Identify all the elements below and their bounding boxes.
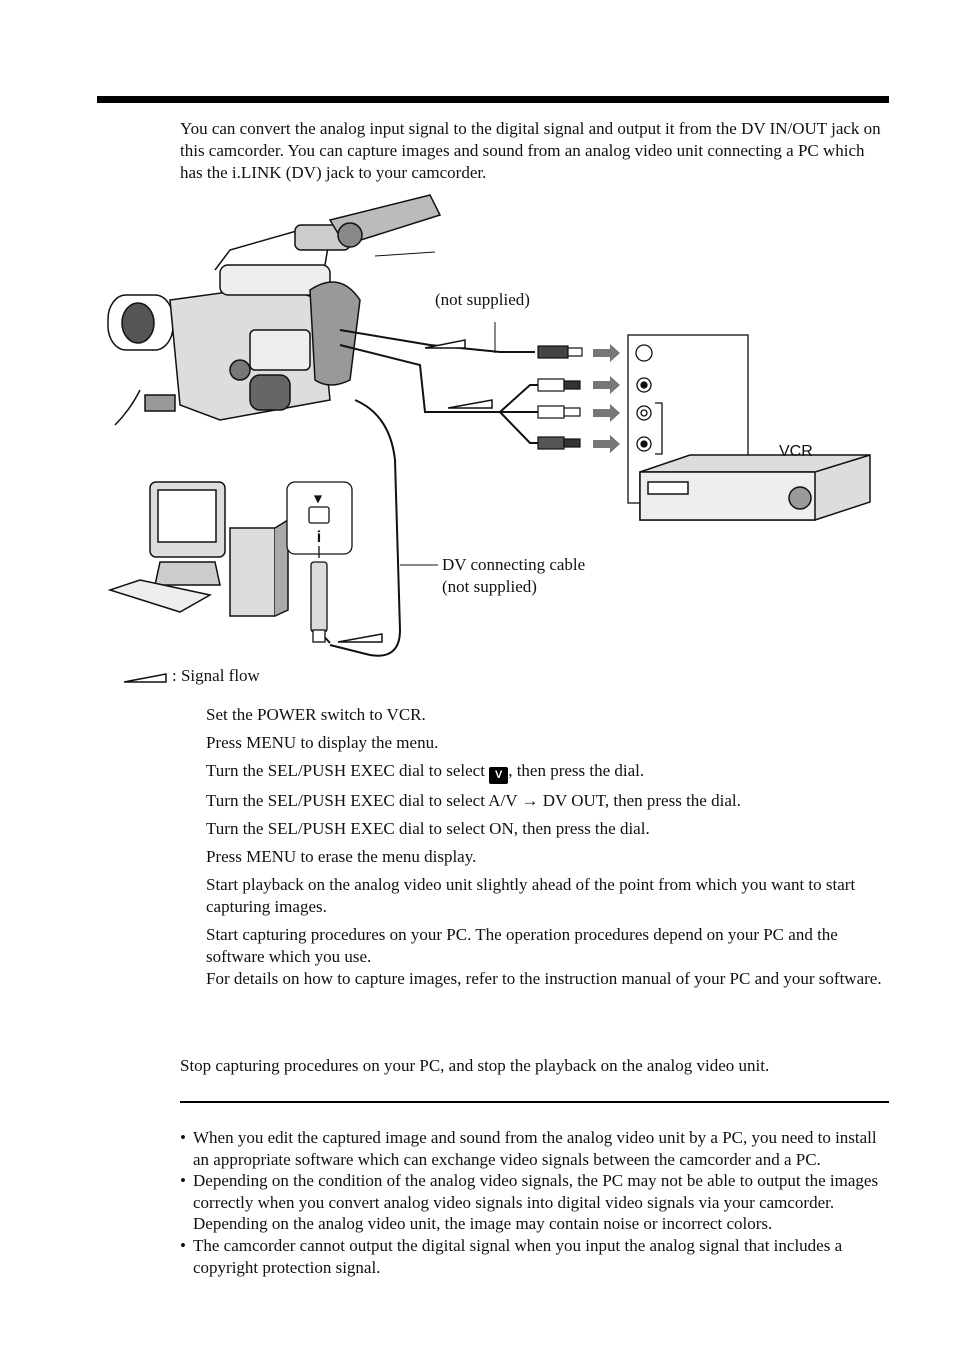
step-6: Press MENU to erase the menu display. bbox=[206, 846, 890, 868]
camcorder-illustration bbox=[107, 194, 442, 426]
cable-lines bbox=[317, 329, 538, 657]
signal-flow-legend-icon bbox=[123, 673, 167, 683]
intro-paragraph: You can convert the analog input signal … bbox=[180, 119, 881, 182]
note-item: • The camcorder cannot output the digital… bbox=[180, 1235, 892, 1278]
svg-text:i: i bbox=[317, 529, 321, 546]
step-3-text-after: , then press the dial. bbox=[508, 761, 645, 780]
step-3-text: Turn the SEL/PUSH EXEC dial to select V,… bbox=[206, 760, 890, 784]
signal-flow-legend: : Signal flow bbox=[123, 666, 261, 685]
step-2-text: Press MENU to display the menu. bbox=[206, 733, 439, 752]
pc-illustration bbox=[107, 481, 289, 617]
bullet: • bbox=[180, 1128, 186, 1147]
step-1-text: Set the POWER switch to VCR. bbox=[206, 705, 426, 724]
step-8-extra: For details on how to capture images, re… bbox=[206, 969, 882, 988]
leader-lines bbox=[374, 251, 496, 566]
step-4-text: Turn the SEL/PUSH EXEC dial to select A/… bbox=[206, 791, 741, 810]
dv-cable-label-line2: (not supplied) bbox=[442, 577, 537, 596]
step-4: Turn the SEL/PUSH EXEC dial to select A/… bbox=[206, 790, 890, 812]
step-5: Turn the SEL/PUSH EXEC dial to select ON… bbox=[206, 818, 890, 840]
bullet: • bbox=[180, 1171, 186, 1191]
step-3: Turn the SEL/PUSH EXEC dial to select V,… bbox=[206, 760, 890, 784]
step-7-text: Start playback on the analog video unit … bbox=[206, 875, 856, 916]
step-2: Press MENU to display the menu. bbox=[206, 732, 890, 754]
dv-jack-inset: i bbox=[286, 481, 353, 643]
top-rule bbox=[97, 96, 889, 103]
vcr-label: VCR bbox=[779, 443, 813, 460]
note-item: • Depending on the condition of the analo… bbox=[180, 1170, 892, 1235]
stop-paragraph: Stop capturing procedures on your PC, an… bbox=[180, 1056, 770, 1075]
vcr-menu-icon: V bbox=[489, 767, 509, 784]
dv-cable-label-line1: DV connecting cable bbox=[442, 555, 585, 574]
notes-rule bbox=[180, 1101, 889, 1103]
step-3-text-before: Turn the SEL/PUSH EXEC dial to select bbox=[206, 761, 490, 780]
vcr-illustration bbox=[639, 454, 871, 521]
note-text: When you edit the captured image and sou… bbox=[193, 1128, 877, 1169]
step-8: Start capturing procedures on your PC. T… bbox=[206, 924, 890, 990]
s-video-plug bbox=[537, 345, 583, 359]
step-5-text: Turn the SEL/PUSH EXEC dial to select ON… bbox=[206, 819, 650, 838]
procedure-steps: Set the POWER switch to VCR. Press MENU … bbox=[206, 704, 890, 996]
step-8-text: Start capturing procedures on your PC. T… bbox=[206, 925, 838, 966]
connection-arrows bbox=[593, 344, 620, 453]
step-7: Start playback on the analog video unit … bbox=[206, 874, 890, 918]
connection-diagram: i (not supplied) VCR DV connecting cable… bbox=[107, 194, 871, 685]
step-1: Set the POWER switch to VCR. bbox=[206, 704, 890, 726]
signal-flow-arrows bbox=[337, 339, 493, 643]
not-supplied-label: (not supplied) bbox=[435, 290, 530, 309]
note-item: • When you edit the captured image and so… bbox=[180, 1127, 892, 1170]
note-text: Depending on the condition of the analog… bbox=[193, 1171, 879, 1234]
step-6-text: Press MENU to erase the menu display. bbox=[206, 847, 477, 866]
rca-plugs bbox=[537, 378, 581, 450]
note-text: The camcorder cannot output the digital … bbox=[193, 1235, 843, 1277]
signal-flow-label: : Signal flow bbox=[172, 666, 261, 685]
bullet: • bbox=[180, 1235, 186, 1255]
notes-list: • When you edit the captured image and so… bbox=[180, 1127, 892, 1278]
